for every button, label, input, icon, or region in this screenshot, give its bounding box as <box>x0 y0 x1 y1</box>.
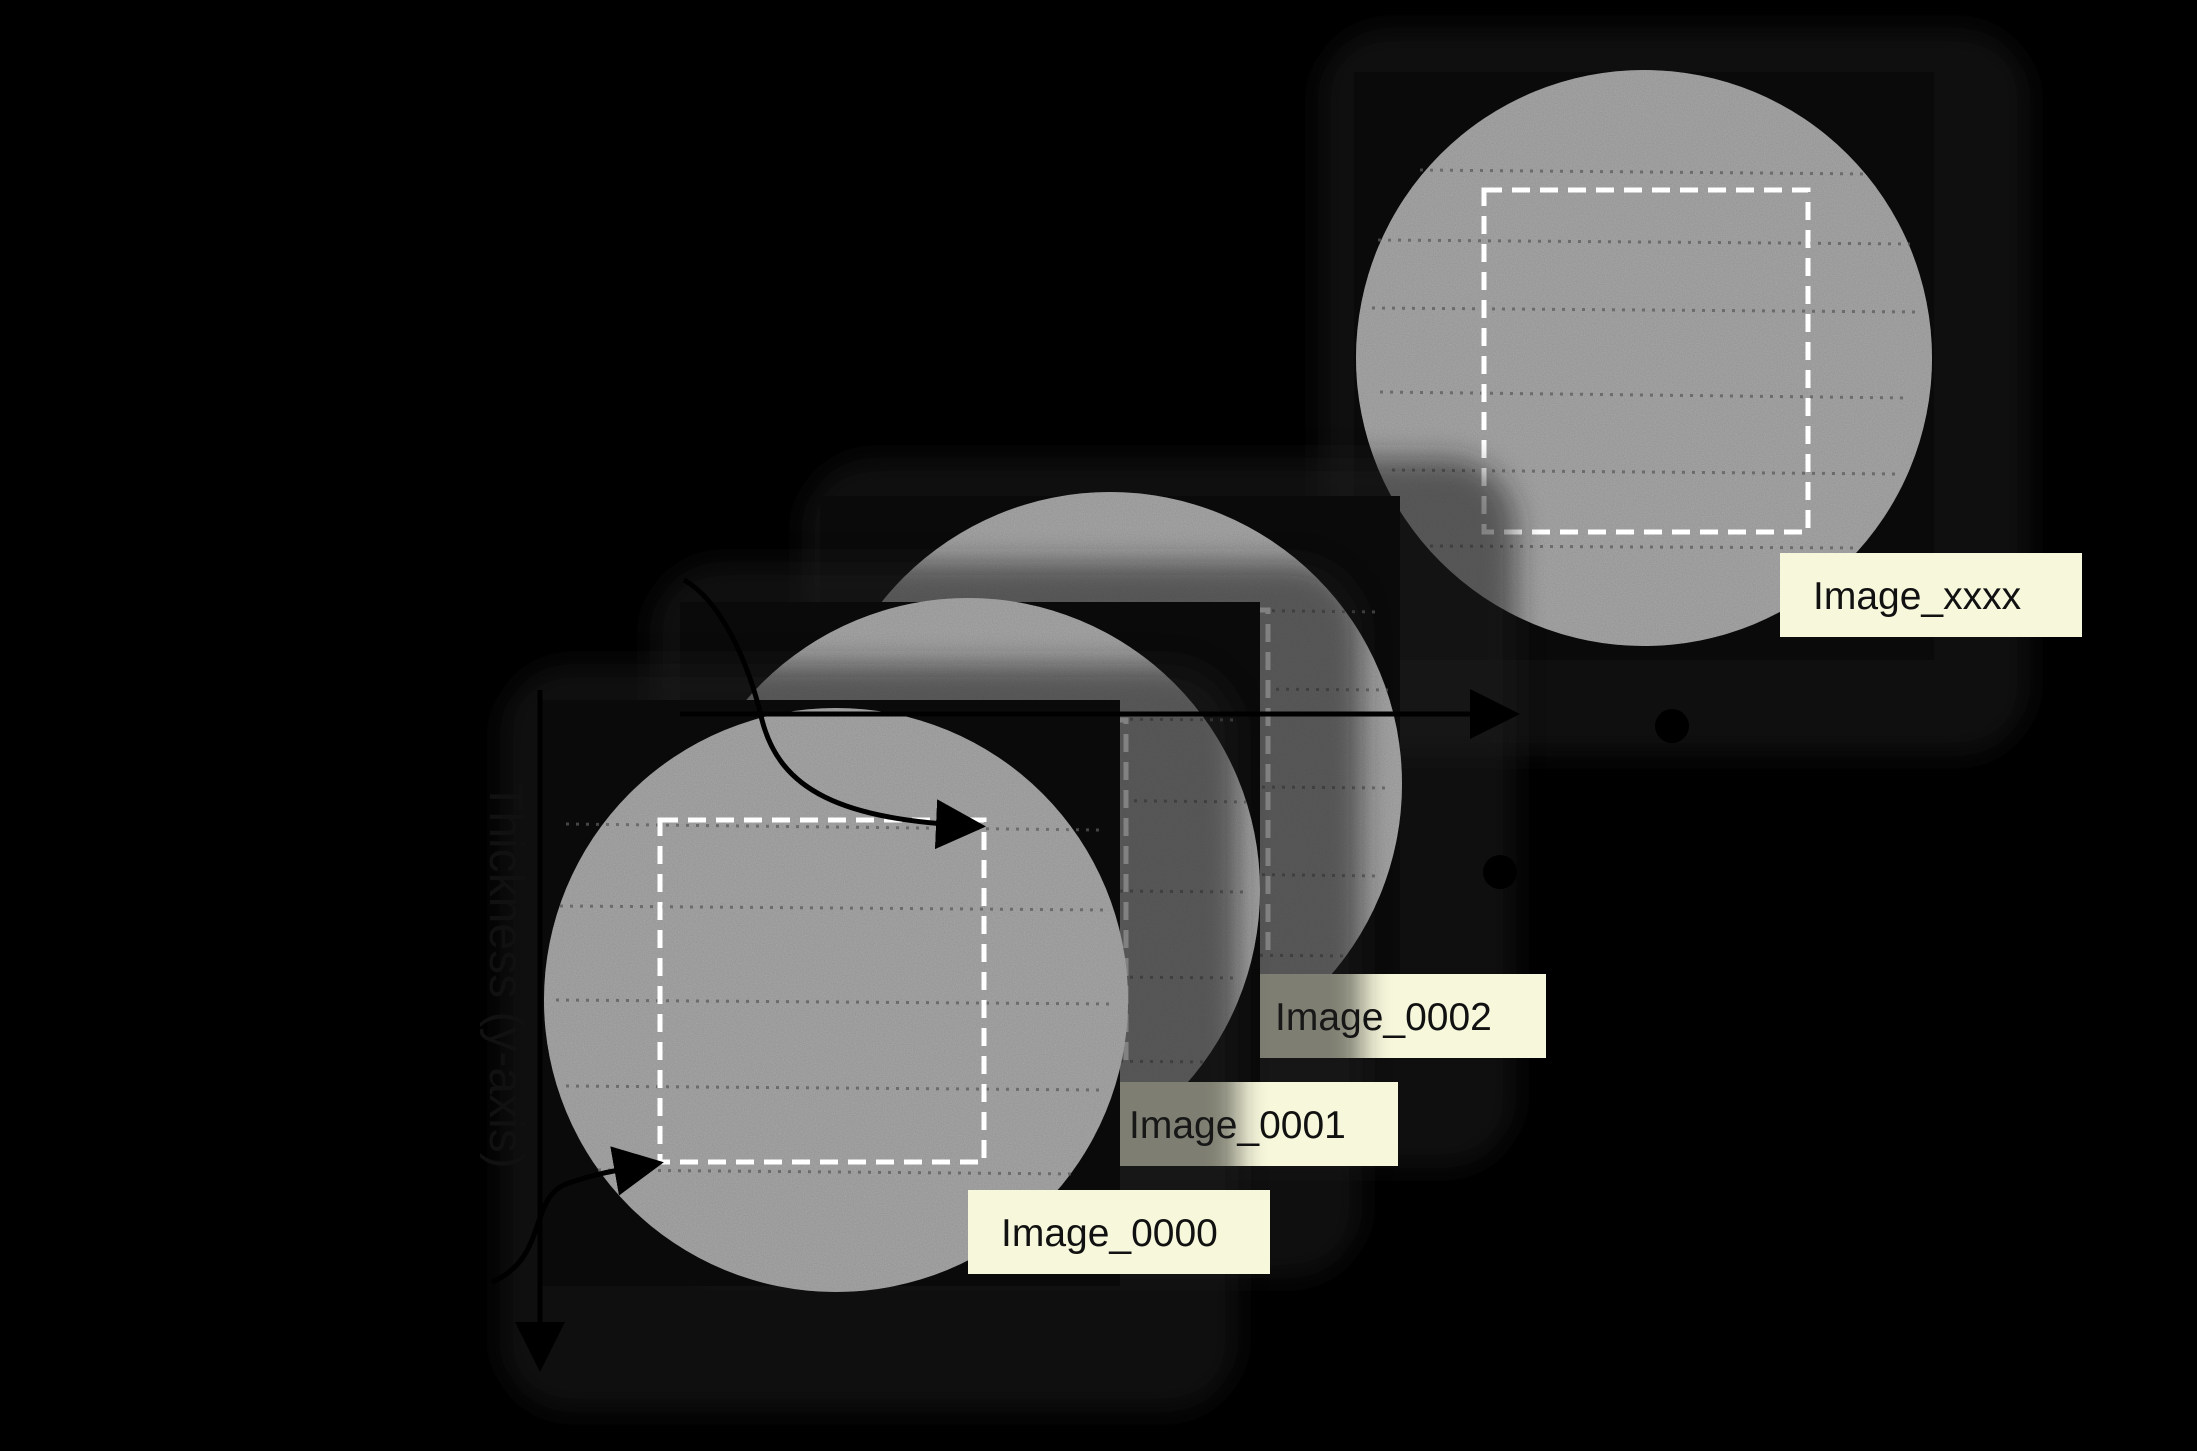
roi-box <box>1481 187 1811 535</box>
slice-image-0000: Image_0000 <box>500 664 1270 1412</box>
continuation-dot <box>1483 855 1517 889</box>
continuation-dot <box>1655 709 1689 743</box>
curved-arrow-lower <box>491 1146 664 1285</box>
roi-box <box>657 817 987 1165</box>
y-axis-label: Thickness (y-axis) <box>479 782 532 1169</box>
curved-arrow-upper <box>682 577 986 850</box>
slice-tag-box <box>1780 553 2082 637</box>
slice-label: Image_0000 <box>1001 1212 1218 1255</box>
slice-tag-box <box>968 1190 1270 1274</box>
pore-streaks <box>555 822 1115 1176</box>
slice-label: Image_xxxx <box>1813 575 2022 618</box>
